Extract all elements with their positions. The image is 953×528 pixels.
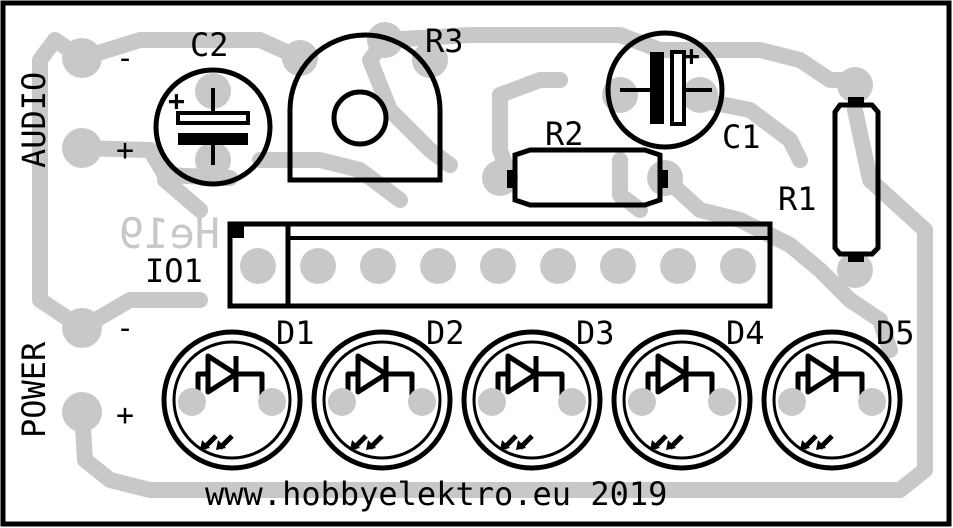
r2-label: R2 <box>545 115 584 153</box>
c1-polarity: + <box>683 39 700 72</box>
c1-label: C1 <box>722 118 761 156</box>
d2-label: D2 <box>426 314 465 352</box>
d1-label: D1 <box>276 314 315 352</box>
led-d5 <box>761 329 903 471</box>
led-pads <box>178 388 886 416</box>
resistor-r2 <box>507 147 668 208</box>
footer-url: www.hobbyelektro.eu 2019 <box>205 475 667 513</box>
power-label: POWER <box>15 341 53 438</box>
resistor-r1 <box>832 97 881 262</box>
power-plus-label: + <box>116 398 134 433</box>
r3-label: R3 <box>425 22 464 60</box>
led-d2 <box>311 329 453 471</box>
r1-label: R1 <box>778 180 817 218</box>
io1-label: IO1 <box>145 252 203 290</box>
capacitor-c1: + <box>605 30 725 150</box>
mirror-text: He19 <box>119 209 220 258</box>
led-d1 <box>161 329 303 471</box>
audio-label: AUDIO <box>15 72 53 168</box>
d5-label: D5 <box>876 314 915 352</box>
trimmer-r3 <box>287 32 443 183</box>
led-d3 <box>461 329 603 471</box>
ic-io1 <box>227 221 773 309</box>
d4-label: D4 <box>726 314 765 352</box>
led-d4 <box>611 329 753 471</box>
audio-plus-label: + <box>116 133 134 168</box>
copper-traces <box>32 27 933 498</box>
d3-label: D3 <box>576 314 615 352</box>
capacitor-c2: + <box>153 67 273 187</box>
power-minus-label: - <box>116 311 134 346</box>
c2-polarity: + <box>168 84 185 117</box>
audio-minus-label: - <box>116 41 134 76</box>
c2-label: C2 <box>190 26 229 64</box>
